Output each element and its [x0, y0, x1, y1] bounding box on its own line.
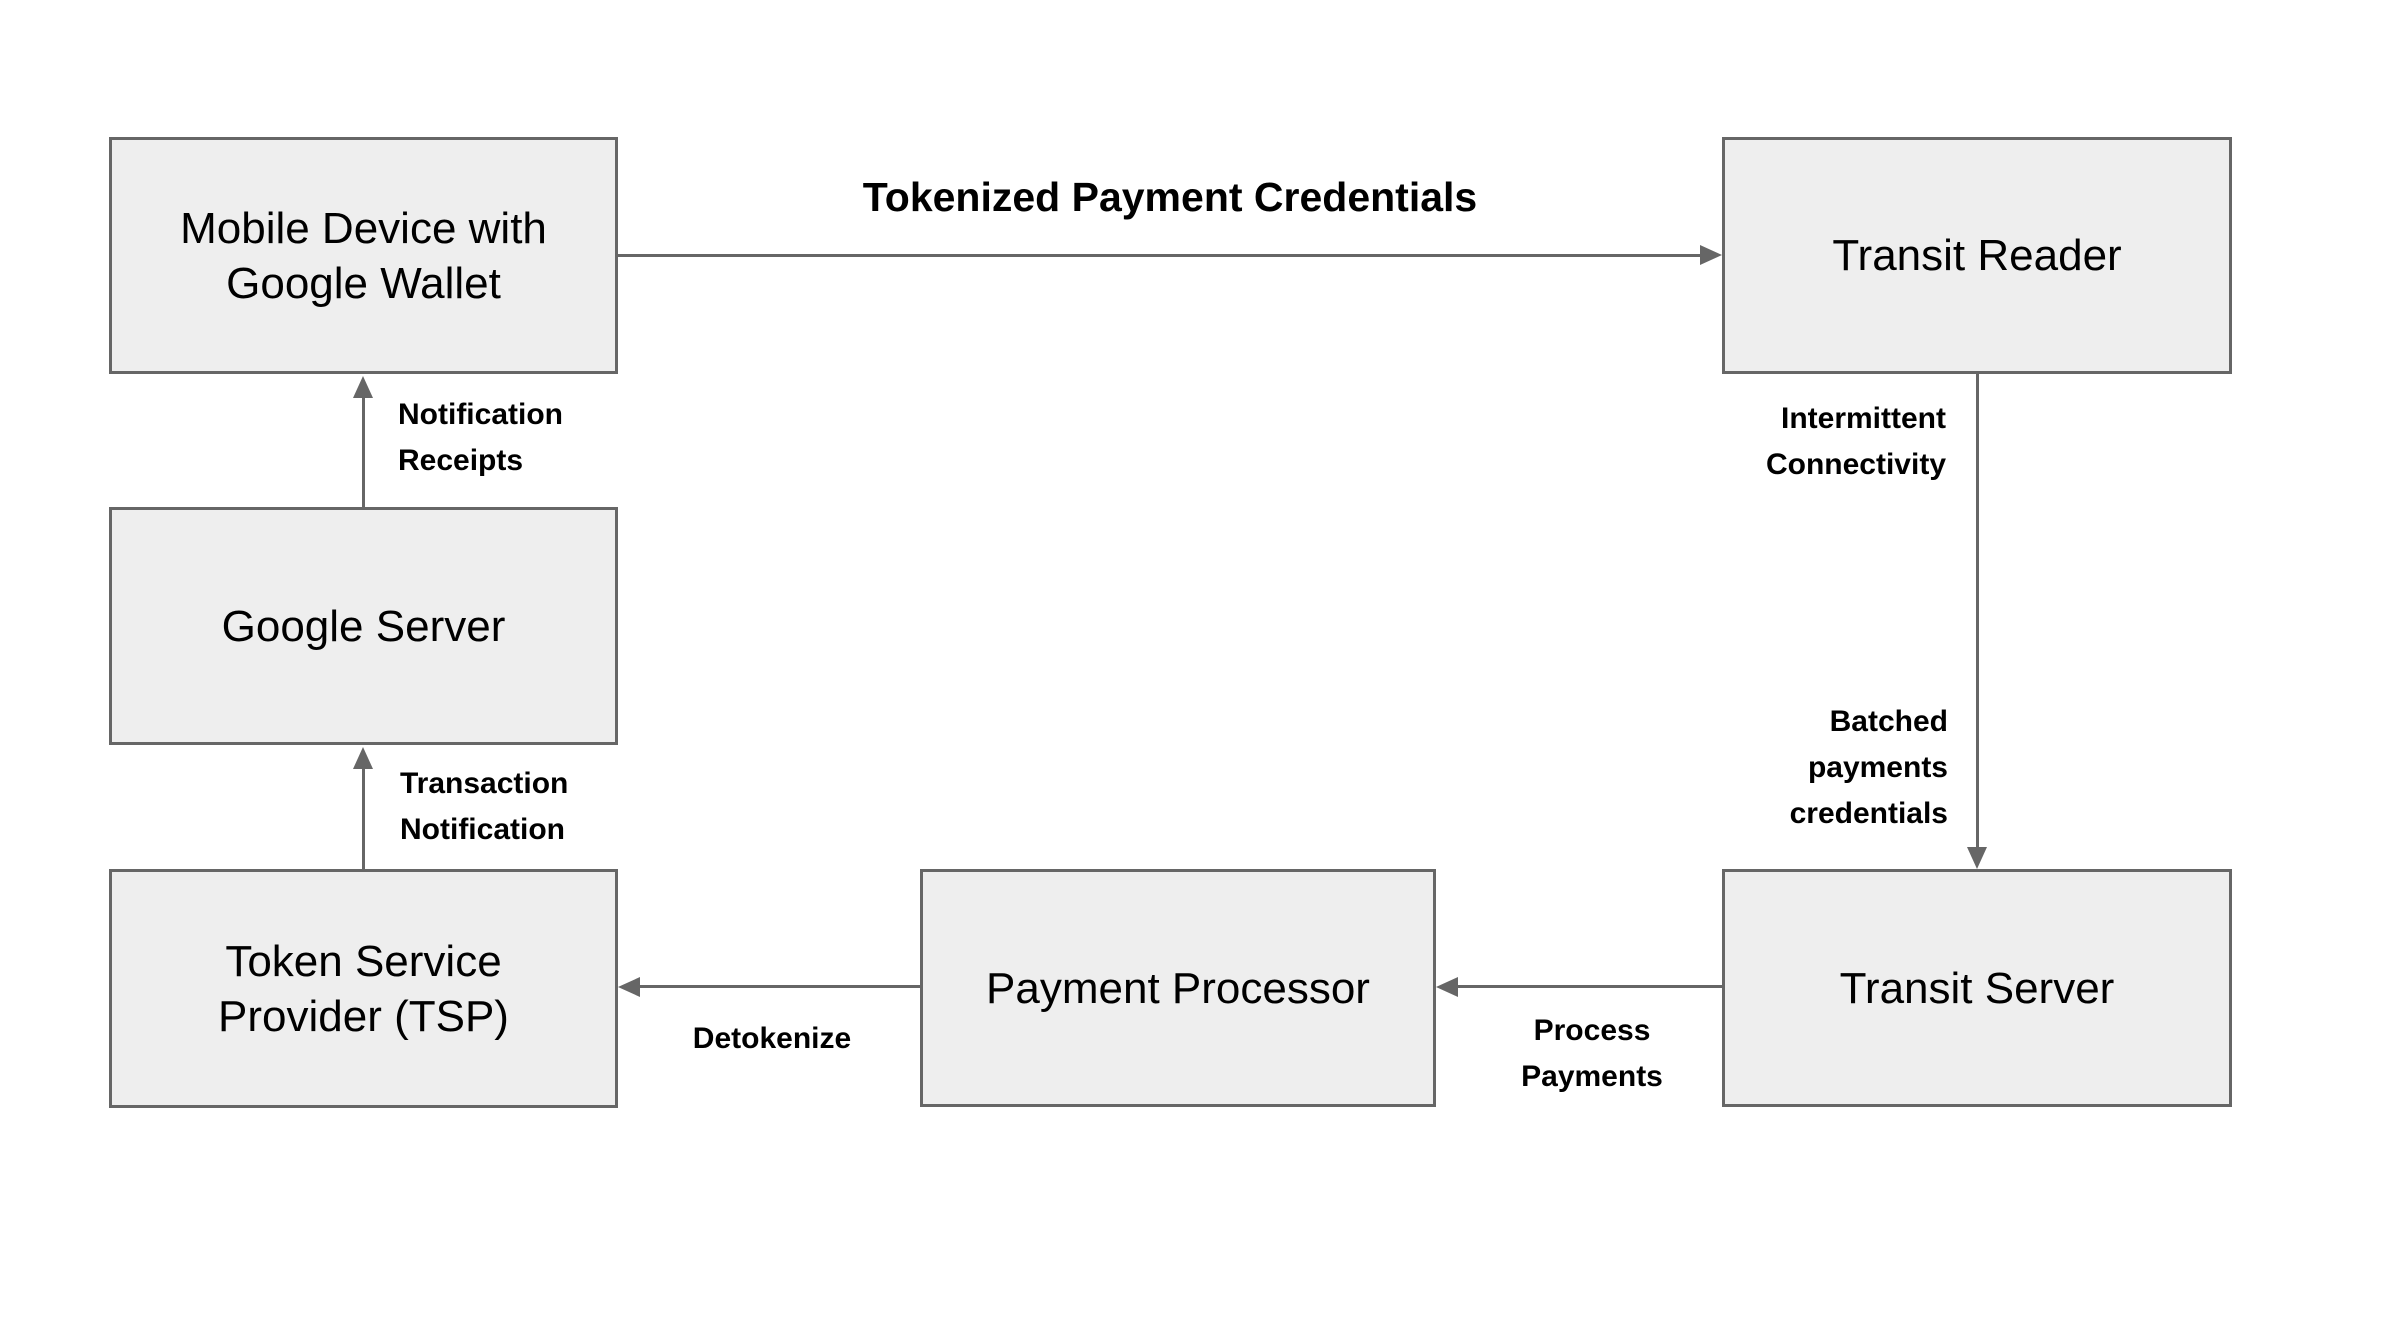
edge-label-line: Process: [1533, 1014, 1651, 1047]
arrow-tsp-to-google-server: [362, 765, 365, 869]
edge-label-detokenize: Detokenize: [692, 1022, 852, 1055]
arrow-mobile-to-transit-reader: [618, 254, 1704, 257]
arrowhead-right-icon: [1700, 245, 1722, 265]
node-label-line: Transit Server: [1839, 963, 2115, 1013]
node-label-line: Transit Reader: [1832, 231, 2122, 280]
edge-label-line: Receipts: [398, 444, 524, 477]
node-label-line: Mobile Device with: [180, 203, 547, 253]
node-payment-processor: Payment Processor: [920, 869, 1436, 1107]
edge-label-process-payments: Process Payments: [1450, 1008, 1734, 1100]
arrowhead-left-icon: [1436, 977, 1458, 997]
edge-label-line: Notification: [398, 398, 563, 431]
node-label-line: Payment Processor: [986, 963, 1370, 1013]
edge-label-intermittent-connectivity: Intermittent Connectivity: [1766, 396, 1946, 488]
edge-label-tokenized-payment-credentials: Tokenized Payment Credentials: [862, 174, 1478, 220]
edge-label-batched-payments-credentials: Batched payments credentials: [1790, 699, 1948, 837]
edge-label-line: Intermittent: [1781, 402, 1946, 435]
node-label-line: Token Service: [225, 936, 502, 986]
node-transit-reader: Transit Reader: [1722, 137, 2232, 374]
edge-label-line: payments: [1807, 751, 1948, 784]
arrow-transit-server-to-payment-processor: [1456, 985, 1722, 988]
node-label-line: Provider (TSP): [218, 991, 509, 1041]
arrow-transit-reader-to-transit-server: [1976, 374, 1979, 851]
arrowhead-left-icon: [618, 977, 640, 997]
arrowhead-down-icon: [1967, 847, 1987, 869]
node-token-service-provider: Token Service Provider (TSP): [109, 869, 618, 1108]
node-label-line: Google Wallet: [226, 258, 501, 308]
edge-label-line: Transaction: [400, 767, 569, 800]
edge-label-notification-receipts: Notification Receipts: [398, 392, 563, 484]
arrow-google-server-to-mobile: [362, 394, 365, 507]
edge-label-line: Payments: [1521, 1060, 1663, 1093]
edge-label-line: Connectivity: [1765, 448, 1946, 481]
arrow-payment-processor-to-tsp: [638, 985, 920, 988]
edge-label-transaction-notification: Transaction Notification: [400, 761, 568, 853]
node-label-line: Google Server: [221, 601, 506, 651]
node-transit-server: Transit Server: [1722, 869, 2232, 1107]
node-google-server: Google Server: [109, 507, 618, 745]
edge-label-line: Batched: [1829, 705, 1948, 738]
arrowhead-up-icon: [353, 747, 373, 769]
edge-label-line: credentials: [1789, 797, 1948, 830]
node-mobile-device-google-wallet: Mobile Device with Google Wallet: [109, 137, 618, 374]
edge-label-line: Notification: [400, 813, 565, 846]
arrowhead-up-icon: [353, 376, 373, 398]
